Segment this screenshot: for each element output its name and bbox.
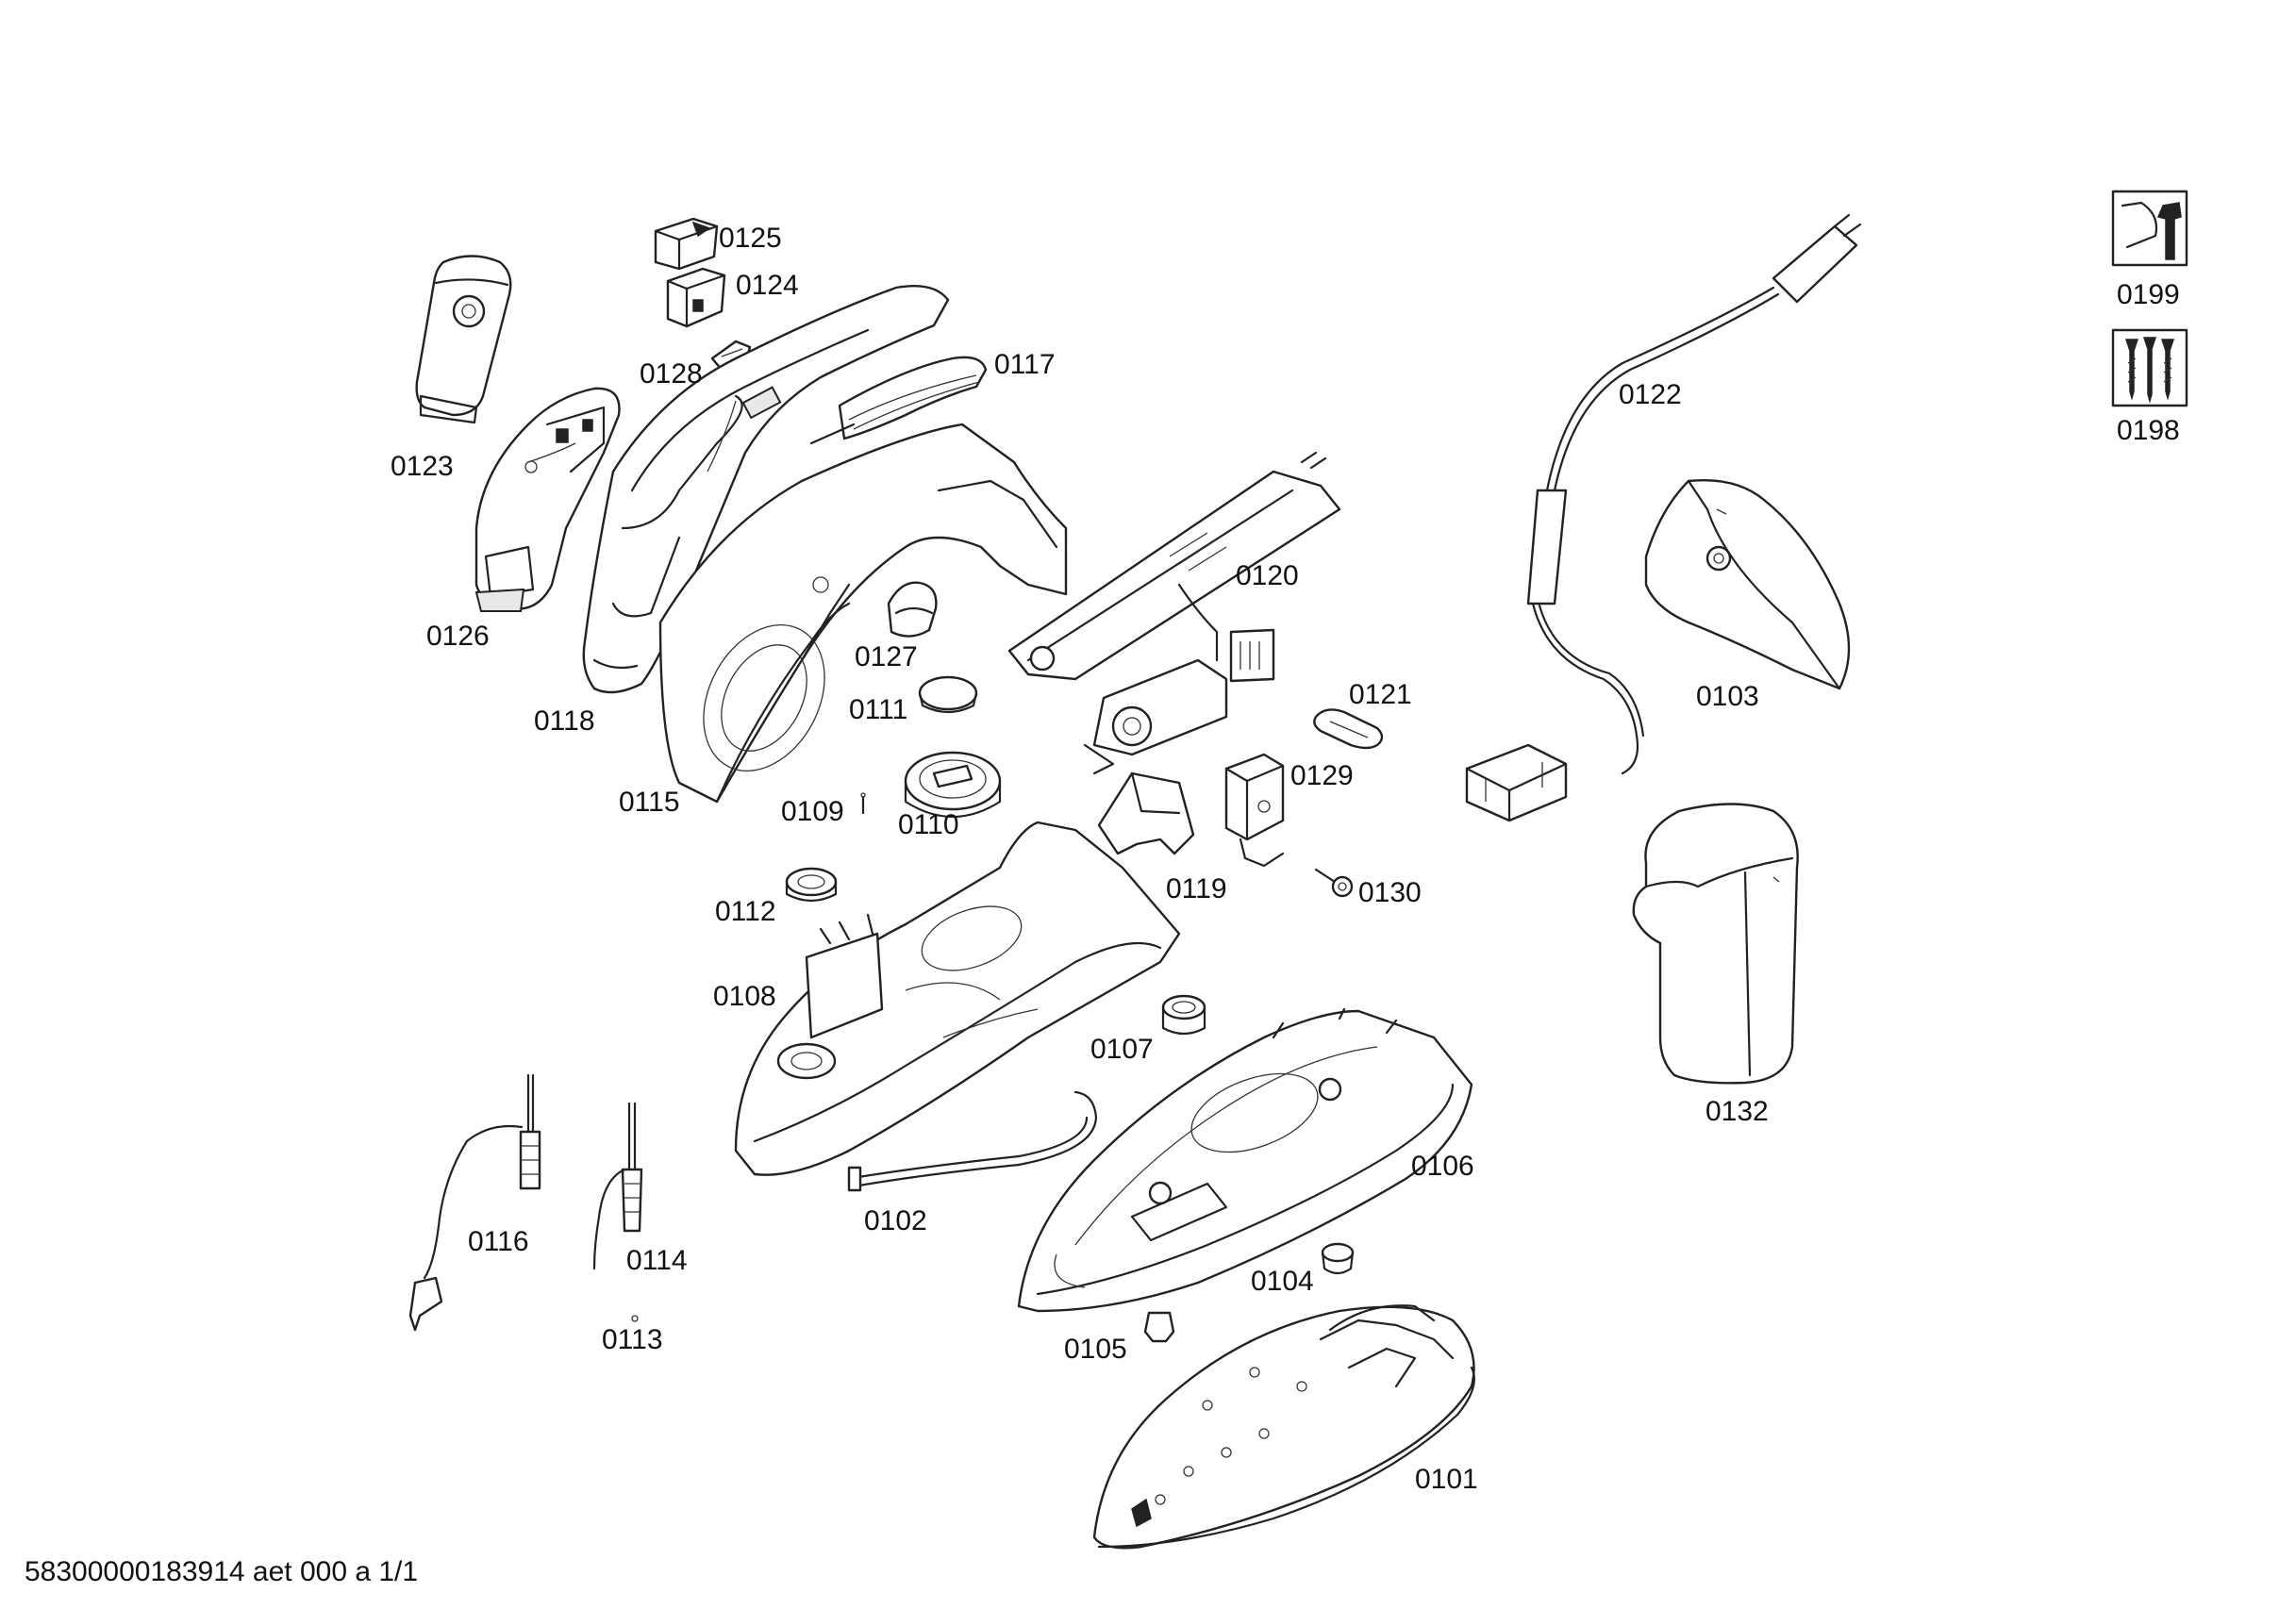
part-0103-drawing xyxy=(1644,479,1851,690)
part-0113-drawing xyxy=(631,1315,639,1322)
label-0116: 0116 xyxy=(468,1226,529,1257)
label-0124: 0124 xyxy=(736,270,799,301)
label-0111: 0111 xyxy=(849,694,908,725)
part-0108-drawing xyxy=(734,821,1181,1176)
part-0101-drawing xyxy=(1092,1304,1475,1550)
part-0116-drawing xyxy=(408,1073,541,1332)
label-0108: 0108 xyxy=(713,981,776,1012)
label-0122: 0122 xyxy=(1619,379,1682,410)
label-0106: 0106 xyxy=(1411,1151,1474,1182)
part-0107-drawing xyxy=(1161,994,1206,1036)
label-0132: 0132 xyxy=(1705,1096,1769,1127)
part-thermostat-drawing xyxy=(1083,658,1228,775)
label-0113: 0113 xyxy=(602,1324,663,1355)
part-0124-drawing xyxy=(666,267,726,328)
part-0104-drawing xyxy=(1321,1242,1355,1275)
label-0112: 0112 xyxy=(715,896,776,927)
label-0128: 0128 xyxy=(640,358,703,390)
label-0115: 0115 xyxy=(619,787,680,818)
part-0112-drawing xyxy=(785,867,838,903)
part-0120-drawing xyxy=(1007,451,1341,683)
part-0127-drawing xyxy=(887,581,938,638)
part-0115-drawing xyxy=(658,423,1068,804)
label-0125: 0125 xyxy=(719,223,782,254)
label-0121: 0121 xyxy=(1349,679,1412,710)
label-0105: 0105 xyxy=(1064,1334,1127,1365)
part-0110-drawing xyxy=(904,751,1002,818)
label-0130: 0130 xyxy=(1358,877,1422,908)
part-0118-drawing xyxy=(582,284,950,694)
label-0107: 0107 xyxy=(1090,1034,1154,1065)
screws-icon xyxy=(2111,328,2188,407)
part-0125-drawing xyxy=(654,217,719,271)
label-0104: 0104 xyxy=(1251,1266,1314,1297)
part-0114-drawing xyxy=(592,1102,643,1270)
label-0123: 0123 xyxy=(391,451,454,482)
part-0105-drawing xyxy=(1143,1311,1175,1343)
label-0119: 0119 xyxy=(1166,873,1227,904)
label-0129: 0129 xyxy=(1290,760,1354,791)
label-0103: 0103 xyxy=(1696,681,1759,712)
part-0129-drawing xyxy=(1224,753,1285,868)
part-0132-drawing xyxy=(1632,803,1799,1085)
label-0114: 0114 xyxy=(626,1245,688,1276)
part-0117-drawing xyxy=(809,356,988,445)
label-0198: 0198 xyxy=(2117,415,2180,446)
document-reference-footer: 58300000183914 aet 000 a 1/1 xyxy=(25,1556,419,1587)
label-0118: 0118 xyxy=(534,705,595,737)
label-0102: 0102 xyxy=(864,1205,927,1236)
label-0110: 0110 xyxy=(898,809,959,840)
part-0122-drawing xyxy=(1465,213,1862,822)
part-0119-drawing xyxy=(1097,771,1195,855)
part-0121-drawing xyxy=(1313,708,1384,750)
label-0109: 0109 xyxy=(781,796,844,827)
label-0199: 0199 xyxy=(2117,279,2180,310)
part-0109-drawing xyxy=(860,792,866,815)
label-0101: 0101 xyxy=(1415,1464,1478,1495)
part-0111-drawing xyxy=(918,675,978,714)
label-0117: 0117 xyxy=(994,349,1056,380)
part-0102-drawing xyxy=(847,1090,1098,1192)
part-0130-drawing xyxy=(1314,868,1354,898)
part-0123-drawing xyxy=(415,255,512,424)
part-0106-drawing xyxy=(1017,1007,1473,1313)
label-0127: 0127 xyxy=(855,641,918,672)
label-0126: 0126 xyxy=(426,621,490,652)
service-tool-icon xyxy=(2111,190,2188,267)
part-0126-drawing xyxy=(474,387,621,612)
label-0120: 0120 xyxy=(1236,560,1299,591)
